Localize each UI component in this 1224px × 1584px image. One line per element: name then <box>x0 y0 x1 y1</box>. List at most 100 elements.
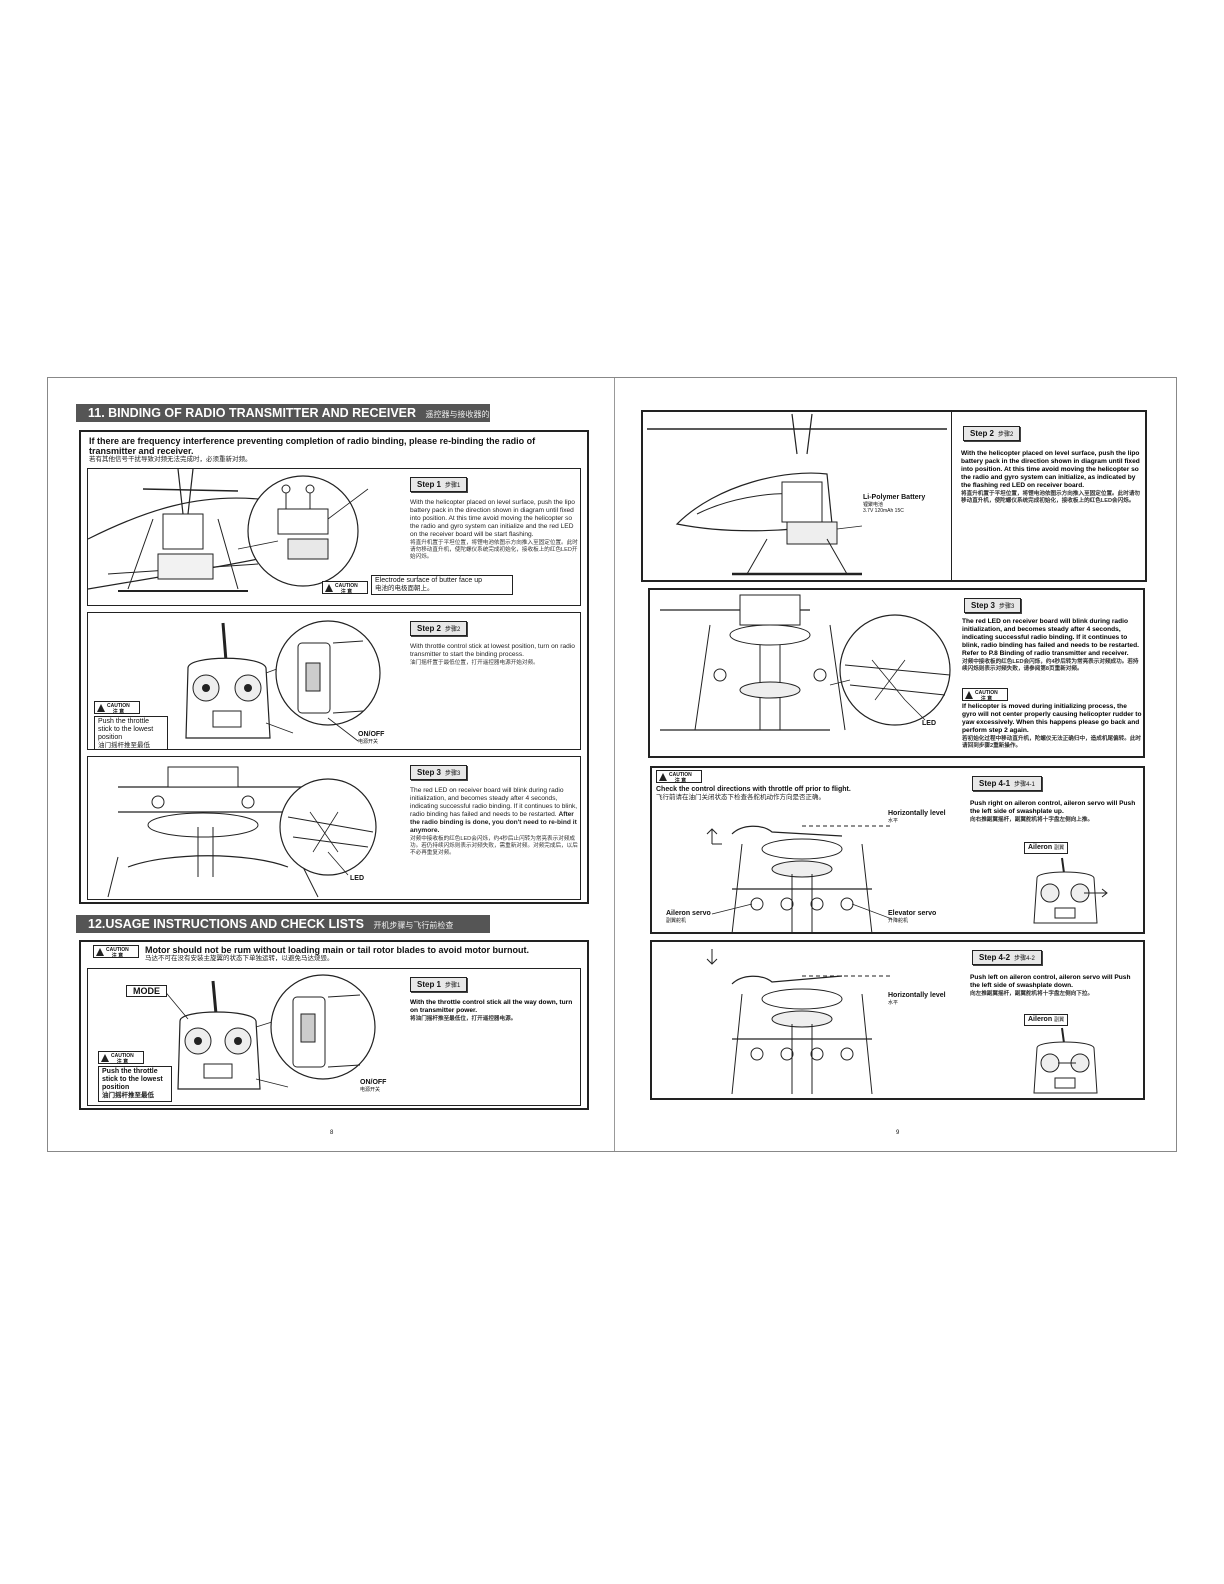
usage-step1-label: Step 1 <box>417 980 442 989</box>
aileron-servo-text: Aileron servo <box>666 910 711 917</box>
binding-warning-text: If there are frequency interference prev… <box>89 436 536 456</box>
caution-note-cn: 电池的电极面朝上。 <box>375 585 434 592</box>
binding-step2-onoff-label: ON/OFF 电源开关 <box>358 731 384 745</box>
warning-triangle-icon <box>659 773 667 781</box>
binding-step1-text: With the helicopter placed on level surf… <box>410 499 575 538</box>
aileron-text-cn: 副翼 <box>1054 845 1065 851</box>
onoff-text-cn: 电源开关 <box>358 739 379 745</box>
warning-triangle-icon <box>96 948 104 956</box>
caution-label-cn: 注 意 <box>112 709 125 715</box>
aileron-text-cn: 副翼 <box>1054 1017 1065 1023</box>
right-step2-label-cn: 步骤2 <box>998 432 1014 438</box>
caution-label-cn: 注 意 <box>116 1059 129 1065</box>
right-step2-text-cn: 将直升机置于平坦位置，将锂电池依图示方向推入至固定位置。此时请勿移动直升机，使陀… <box>961 491 1141 504</box>
right-step3-label-cn: 步骤3 <box>999 604 1015 610</box>
onoff-text: ON/OFF <box>358 731 385 738</box>
caution-note-text: Electrode surface of butter face up <box>375 577 483 584</box>
aileron-text: Aileron <box>1028 844 1053 851</box>
binding-step3-text-cn: 对频中接收板的红色LED会闪烁，约4秒后止闪转为常亮表示对频成功。若仍持续闪烁则… <box>410 836 578 856</box>
right-step42-text-cn: 向左推副翼摇杆，副翼舵机将十字盘左侧向下拉。 <box>970 991 1094 997</box>
right-step2-label: Step 2 <box>970 429 995 438</box>
right-step2-divider <box>951 412 952 580</box>
binding-step2-label: Step 2 <box>417 624 442 633</box>
binding-step2-text-cn: 油门摇杆置于最低位置，打开遥控器电源开始对频。 <box>410 660 539 666</box>
transmitter-illustration <box>88 613 388 749</box>
right-step41-desc: Push right on aileron control, aileron s… <box>970 800 1142 824</box>
helicopter-side-illustration <box>647 414 947 582</box>
transmitter-power-illustration <box>88 969 388 1105</box>
left-page-number: 8 <box>330 1130 334 1136</box>
right-step41-label-cn: 步骤4-1 <box>1014 782 1035 788</box>
aileron-transmitter-icon <box>1022 858 1112 928</box>
warning-triangle-icon <box>101 1054 109 1062</box>
binding-step2-text: With throttle control stick at lowest po… <box>410 643 575 658</box>
aileron-text: Aileron <box>1028 1016 1053 1023</box>
usage-step1-text-cn: 将油门摇杆推至最低位，打开遥控器电源。 <box>410 1016 517 1022</box>
swashplate-up-illustration <box>652 804 952 932</box>
usage-step1-desc: With the throttle control stick all the … <box>410 999 578 1023</box>
right-step41-text: Push right on aileron control, aileron s… <box>970 800 1136 815</box>
binding-step1-text-cn: 将直升机置于平坦位置，将锂电池依图示方向推入至固定位置。此时请勿移动直升机，使陀… <box>410 540 578 560</box>
caution-label: CAUTION <box>975 690 998 696</box>
usage-warning: Motor should not be rum without loading … <box>145 945 585 963</box>
binding-step1-caution-note: Electrode surface of butter face up 电池的电… <box>371 575 513 595</box>
aileron-servo-text-cn: 副翼舵机 <box>666 918 687 924</box>
battery-label: Li-Polymer Battery 锂聚电池 3.7V 120mAh 15C <box>863 494 925 514</box>
caution-note-cn: 油门摇杆推至最低 <box>102 1092 154 1099</box>
battery-name: Li-Polymer Battery <box>863 494 926 501</box>
battery-spec: 3.7V 120mAh 15C <box>863 508 904 514</box>
right-step42-aileron-label: Aileron 副翼 <box>1024 1014 1069 1026</box>
aileron-transmitter-icon <box>1022 1028 1112 1098</box>
swashplate-down-illustration <box>652 944 952 1099</box>
onoff-text: ON/OFF <box>360 1079 387 1086</box>
right-step3-desc: The red LED on receiver board will blink… <box>962 618 1142 673</box>
right-step2-desc: With the helicopter placed on level surf… <box>961 450 1143 505</box>
helicopter-battery-illustration <box>88 469 398 605</box>
section-12-title: 12.USAGE INSTRUCTIONS AND CHECK LISTS <box>88 917 364 931</box>
right-step42-label: Step 4-2 <box>979 953 1011 962</box>
warning-triangle-icon <box>325 584 333 592</box>
caution-label-cn: 注 意 <box>111 953 124 959</box>
right-step41-check-cn: 飞行前请在油门关闭状态下检查各舵机动作方向是否正确。 <box>656 794 825 801</box>
right-step3-text: The red LED on receiver board will blink… <box>962 618 1139 657</box>
elevator-servo-label: Elevator servo 升降舵机 <box>888 910 936 924</box>
usage-step1-onoff-label: ON/OFF 电源开关 <box>360 1079 386 1093</box>
binding-step3-led-label: LED <box>350 875 364 882</box>
right-step42-text: Push left on aileron control, aileron se… <box>970 974 1131 989</box>
usage-step1-caution-note: Push the throttle stick to the lowest po… <box>98 1066 172 1102</box>
binding-step3-text: The red LED on receiver board will blink… <box>410 787 578 818</box>
aileron-servo-label: Aileron servo 副翼舵机 <box>666 910 711 924</box>
right-step41-check-text: Check the control directions with thrott… <box>656 786 851 793</box>
section-11-title: 11. BINDING OF RADIO TRANSMITTER AND REC… <box>88 406 417 420</box>
right-step42-label-cn: 步骤4-2 <box>1014 956 1035 962</box>
onoff-text-cn: 电源开关 <box>360 1087 381 1093</box>
warning-triangle-icon <box>97 704 105 712</box>
right-step3-text-cn: 对频中接收板的红色LED会闪烁，约4秒后转为常亮表示对频成功。若持续闪烁则表示对… <box>962 659 1139 672</box>
page-fold <box>614 378 615 1151</box>
section-11-title-cn: 遥控器与接收器的对频 <box>425 410 490 419</box>
right-step2-panel: Li-Polymer Battery 锂聚电池 3.7V 120mAh 15C … <box>641 410 1147 582</box>
caution-label: CAUTION <box>106 947 129 953</box>
right-step41-label: Step 4-1 <box>979 779 1011 788</box>
right-step41-text-cn: 向右推副翼摇杆，副翼舵机将十字盘左侧向上推。 <box>970 817 1094 823</box>
right-page-number: 9 <box>896 1130 900 1136</box>
caution-label: CAUTION <box>669 772 692 778</box>
right-step3-label: Step 3 <box>971 601 996 610</box>
manual-spread: 11. BINDING OF RADIO TRANSMITTER AND REC… <box>47 377 1177 1152</box>
binding-step1-label: Step 1 <box>417 480 442 489</box>
caution-note-text: Push the throttle stick to the lowest po… <box>98 718 154 741</box>
